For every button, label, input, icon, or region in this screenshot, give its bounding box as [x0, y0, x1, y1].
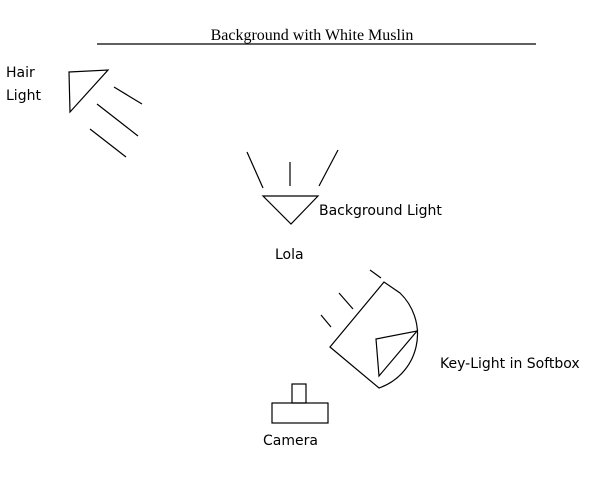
key-light-label: Key-Light in Softbox — [440, 356, 580, 372]
camera-lens-icon — [291, 383, 307, 404]
backdrop: Background with White Muslin — [97, 27, 536, 45]
hair-light-ray-2 — [96, 103, 139, 137]
hair-light-label-line2: Light — [6, 88, 41, 104]
hair-light-lamp-icon — [68, 69, 110, 114]
camera-label: Camera — [263, 433, 318, 449]
background-light: Background Light — [246, 149, 442, 225]
key-light: Key-Light in Softbox — [320, 269, 580, 389]
camera-body-icon — [271, 402, 329, 424]
background-light-lamp-icon — [261, 195, 320, 225]
background-light-ray-1 — [246, 151, 264, 189]
key-light-ray-3 — [320, 314, 332, 328]
hair-light-ray-1 — [113, 86, 143, 105]
subject-label: Lola — [275, 247, 304, 263]
softbox-icon — [329, 281, 419, 389]
key-light-lamp-icon — [375, 330, 419, 378]
hair-light-ray-3 — [89, 128, 127, 158]
backdrop-title: Background with White Muslin — [211, 27, 414, 44]
hair-light-label-line1: Hair — [6, 65, 35, 81]
key-light-ray-1 — [369, 269, 382, 279]
background-light-label: Background Light — [319, 203, 442, 219]
key-light-ray-2 — [338, 292, 354, 310]
camera: Camera — [263, 383, 329, 449]
background-light-ray-3 — [318, 149, 339, 187]
hair-light: Hair Light — [6, 65, 143, 158]
